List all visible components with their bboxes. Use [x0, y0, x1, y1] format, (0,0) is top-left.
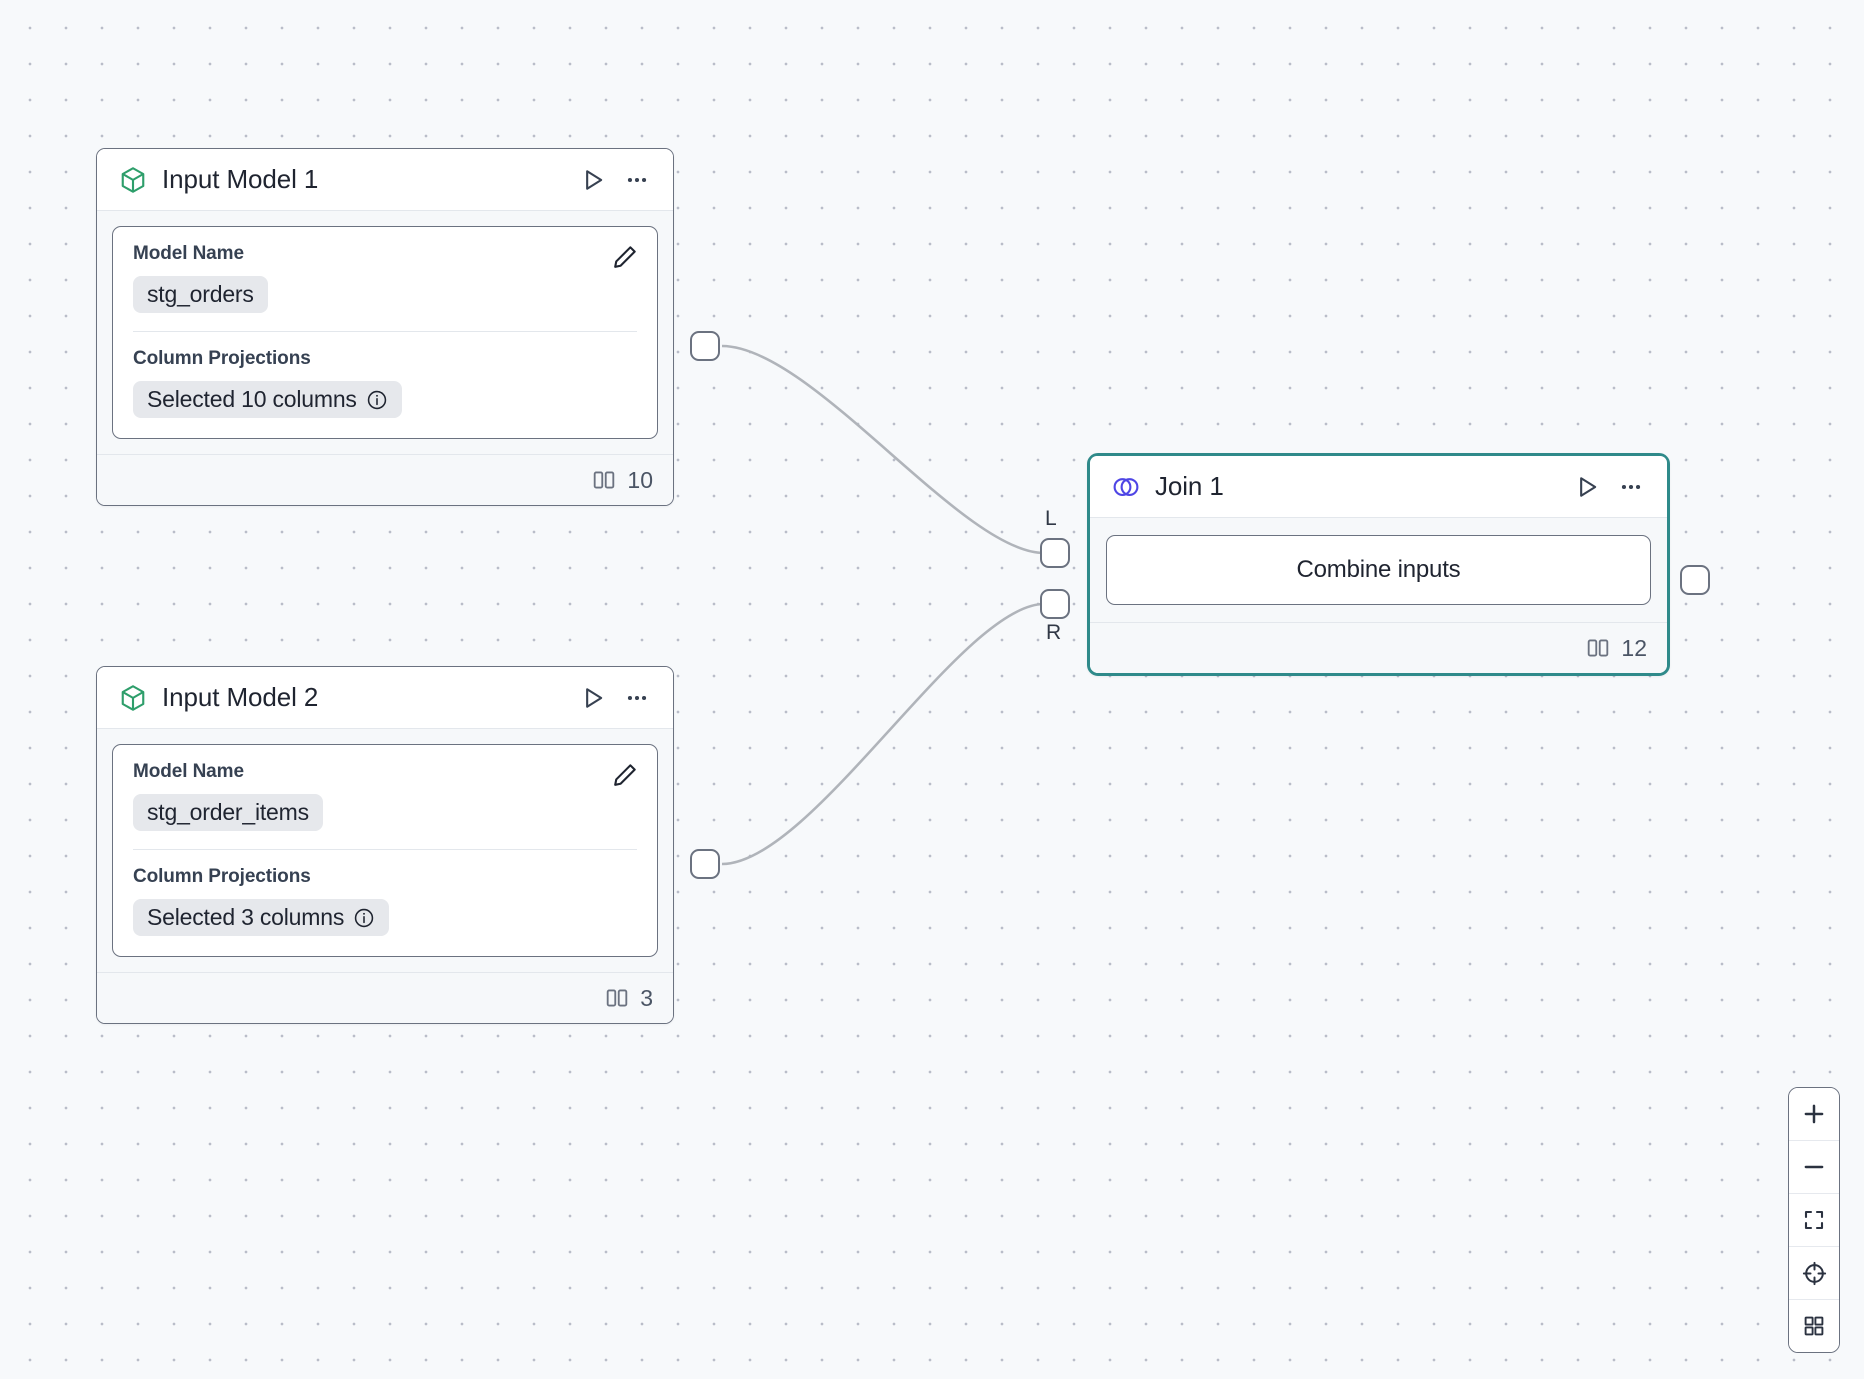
run-icon[interactable] — [1570, 470, 1604, 504]
node-header: Input Model 2 — [97, 667, 673, 728]
center-view-button[interactable] — [1789, 1247, 1839, 1300]
panel-rule — [133, 331, 637, 332]
node-header: Input Model 1 — [97, 149, 673, 210]
node-header: Join 1 — [1090, 456, 1667, 517]
node-title: Input Model 2 — [162, 682, 319, 712]
divider — [97, 454, 673, 455]
cube-icon — [118, 165, 148, 195]
panel-rule — [133, 849, 637, 850]
node-footer: 10 — [97, 455, 673, 505]
divider — [97, 210, 673, 211]
combine-inputs-button[interactable]: Combine inputs — [1106, 535, 1651, 605]
model-name-value[interactable]: stg_orders — [133, 276, 268, 313]
zoom-in-button[interactable] — [1789, 1088, 1839, 1141]
more-options-icon[interactable] — [620, 681, 654, 715]
cube-icon — [118, 683, 148, 713]
model-config-panel: Model Name stg_order_items Column Projec… — [112, 744, 658, 957]
column-count: 3 — [640, 984, 653, 1011]
model-name-value[interactable]: stg_order_items — [133, 794, 323, 831]
column-projections-text: Selected 10 columns — [147, 386, 357, 412]
node-footer: 3 — [97, 973, 673, 1023]
minus-icon — [1801, 1154, 1827, 1180]
info-icon[interactable] — [366, 389, 388, 411]
node-join-1[interactable]: Join 1 Combine inputs — [1087, 453, 1670, 676]
model-name-label: Model Name — [133, 243, 244, 264]
column-projections-value[interactable]: Selected 3 columns — [133, 899, 390, 936]
node-input-model-1[interactable]: Input Model 1 Model Name — [96, 148, 674, 506]
column-projections-label: Column Projections — [133, 866, 311, 887]
divider — [1090, 622, 1667, 623]
fit-view-button[interactable] — [1789, 1194, 1839, 1247]
zoom-out-button[interactable] — [1789, 1141, 1839, 1194]
edit-pencil-icon[interactable] — [609, 241, 641, 273]
columns-icon — [591, 467, 617, 493]
edit-pencil-icon[interactable] — [609, 759, 641, 791]
divider — [97, 972, 673, 973]
more-options-icon[interactable] — [1614, 470, 1648, 504]
model-name-text: stg_order_items — [147, 799, 309, 825]
info-icon[interactable] — [353, 907, 375, 929]
toggle-grid-button[interactable] — [1789, 1300, 1839, 1352]
input-port-join-right[interactable] — [1040, 589, 1070, 619]
fit-screen-icon — [1802, 1208, 1826, 1232]
edge-input1-to-join-left — [721, 344, 1045, 555]
node-title: Join 1 — [1155, 471, 1224, 501]
output-port-join-1[interactable] — [1680, 565, 1710, 595]
columns-icon — [604, 985, 630, 1011]
node-body: Model Name stg_orders Column Projections… — [97, 211, 673, 454]
divider — [97, 728, 673, 729]
column-count: 12 — [1621, 634, 1647, 661]
canvas-controls[interactable] — [1788, 1087, 1840, 1353]
column-count: 10 — [627, 466, 653, 493]
column-projections-label: Column Projections — [133, 348, 311, 369]
divider — [1090, 517, 1667, 518]
node-body: Model Name stg_order_items Column Projec… — [97, 729, 673, 972]
output-port-input-model-1[interactable] — [690, 331, 720, 361]
edge-input2-to-join-right — [721, 602, 1045, 866]
columns-icon — [1585, 635, 1611, 661]
node-body: Combine inputs — [1090, 518, 1667, 622]
node-footer: 12 — [1090, 623, 1667, 673]
column-projections-text: Selected 3 columns — [147, 904, 345, 930]
target-icon — [1802, 1261, 1827, 1286]
more-options-icon[interactable] — [620, 163, 654, 197]
node-title: Input Model 1 — [162, 164, 319, 194]
join-left-port-label: L — [1045, 507, 1057, 530]
run-icon[interactable] — [576, 163, 610, 197]
model-name-text: stg_orders — [147, 281, 254, 307]
output-port-input-model-2[interactable] — [690, 849, 720, 879]
grid-icon — [1802, 1314, 1826, 1338]
model-name-label: Model Name — [133, 761, 244, 782]
column-projections-value[interactable]: Selected 10 columns — [133, 381, 402, 418]
model-config-panel: Model Name stg_orders Column Projections… — [112, 226, 658, 439]
input-port-join-left[interactable] — [1040, 538, 1070, 568]
node-input-model-2[interactable]: Input Model 2 Model Name — [96, 666, 674, 1024]
join-right-port-label: R — [1046, 621, 1062, 644]
combine-inputs-label: Combine inputs — [1296, 556, 1461, 583]
run-icon[interactable] — [576, 681, 610, 715]
plus-icon — [1801, 1101, 1827, 1127]
venn-icon — [1111, 472, 1141, 502]
